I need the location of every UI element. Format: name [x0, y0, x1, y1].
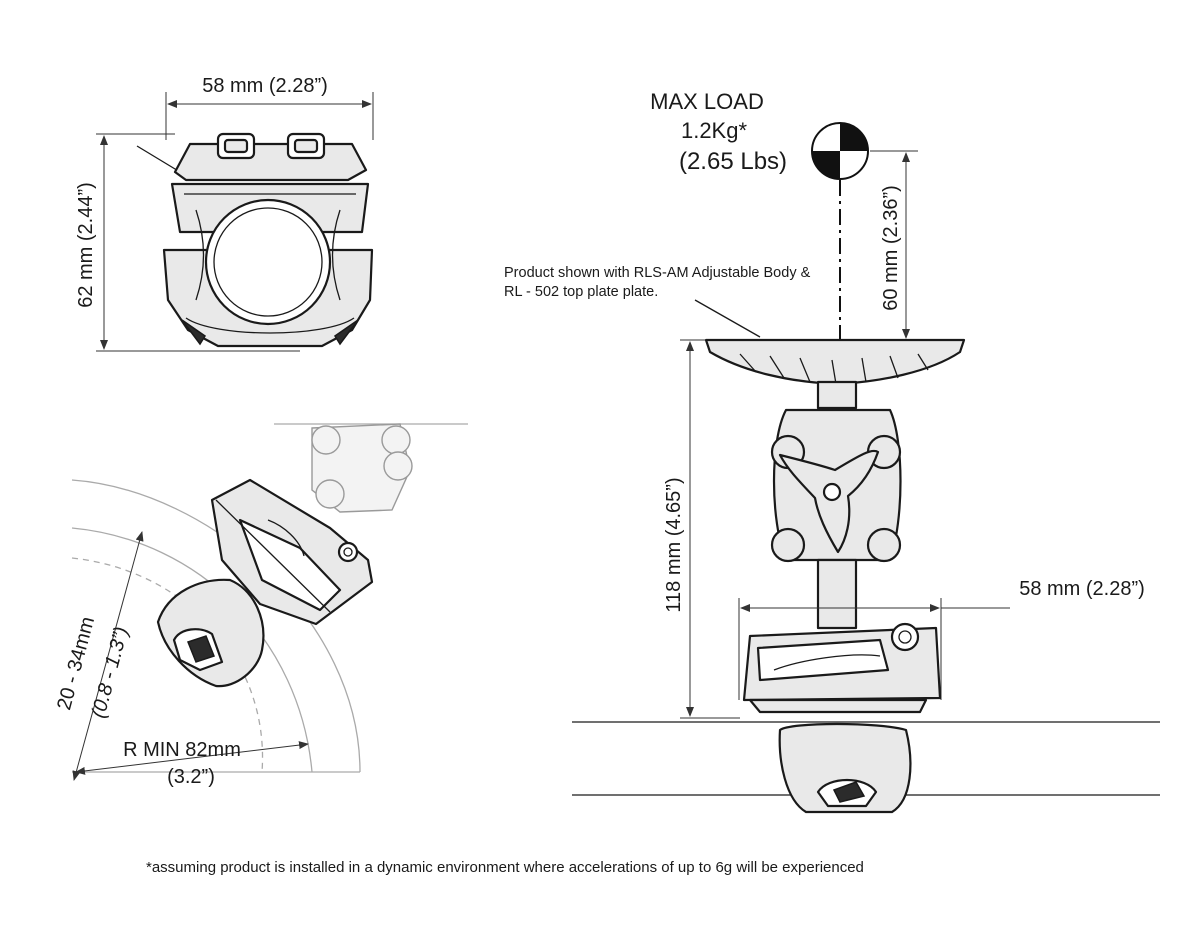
- total-height-label: 118 mm (4.65”): [663, 477, 685, 612]
- radius-min-in: (3.2”): [167, 766, 215, 788]
- base-width-label: 58 mm (2.28”): [1019, 578, 1145, 600]
- radius-min-mm: R MIN 82mm: [123, 739, 241, 761]
- load-height-label: 60 mm (2.36”): [880, 185, 902, 311]
- top-height-label: 62 mm (2.44”): [75, 182, 97, 308]
- product-note-line2: RL - 502 top plate plate.: [504, 284, 658, 300]
- max-load-block: MAX LOAD 1.2Kg* (2.65 Lbs) 60 mm (2.36”)…: [504, 89, 918, 345]
- tube-range-in: (0.8 - 1.3”): [87, 625, 132, 721]
- max-load-lbs: (2.65 Lbs): [679, 148, 787, 175]
- front-view-clamp: 58 mm (2.28”) 62 mm (2.44”): [75, 75, 374, 352]
- side-view-assembly: 118 mm (4.65”) 58 mm (2.28”): [572, 338, 1160, 814]
- center-of-gravity-icon: [811, 122, 869, 180]
- top-width-label: 58 mm (2.28”): [202, 75, 328, 97]
- product-note-line1: Product shown with RLS-AM Adjustable Bod…: [504, 265, 811, 281]
- curved-tube-view: 20 - 34mm (0.8 - 1.3”) R MIN 82mm (3.2”): [53, 423, 468, 788]
- max-load-kg: 1.2Kg*: [681, 118, 747, 143]
- max-load-title: MAX LOAD: [650, 89, 764, 114]
- footnote: *assuming product is installed in a dyna…: [146, 859, 864, 876]
